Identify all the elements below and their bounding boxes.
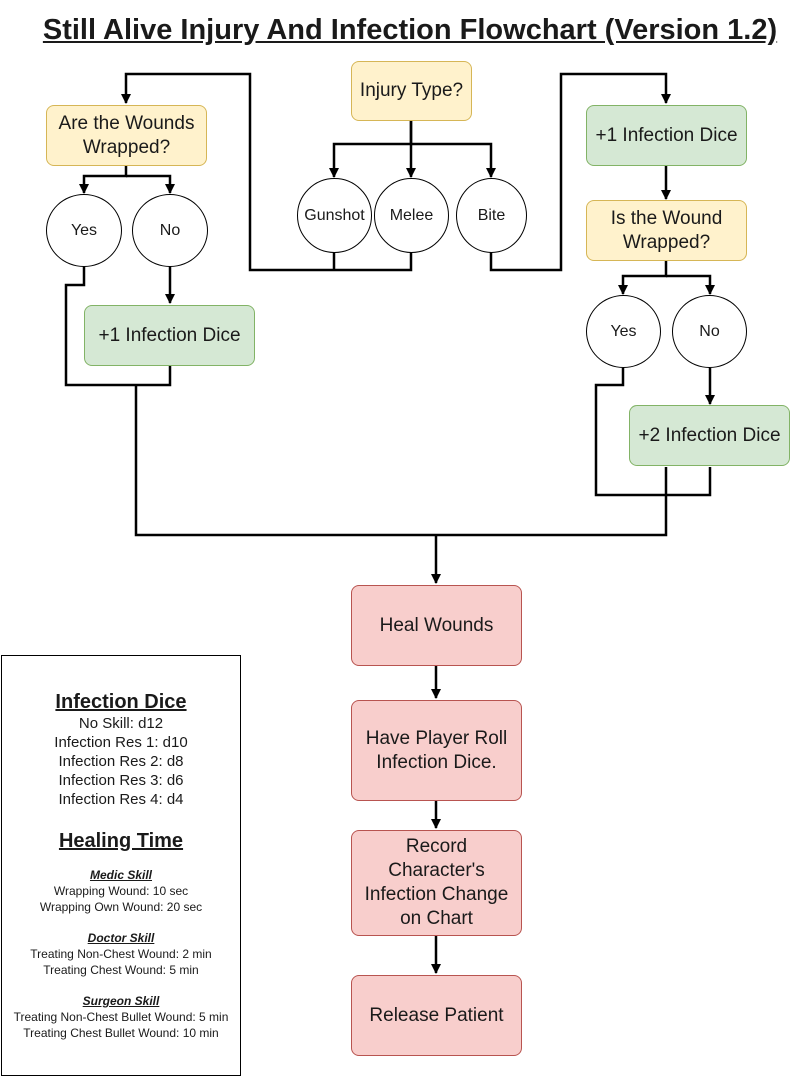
right-infection-node-1: +1 Infection Dice [586, 105, 747, 166]
wounds-wrapped-question: Are the Wounds Wrapped? [46, 105, 207, 166]
right-yes-node: Yes [586, 295, 661, 368]
connector-right-to-yes [618, 261, 668, 295]
connector-injury-to-bite [411, 142, 496, 178]
surgeon-skill-line: Treating Non-Chest Bullet Wound: 5 min [13, 1010, 229, 1024]
connector-left-merge [64, 267, 668, 537]
infection-dice-line: Infection Res 1: d10 [54, 734, 188, 751]
connector-right-to-no [666, 274, 715, 295]
heal-wounds-node: Heal Wounds [351, 585, 522, 666]
medic-skill-line: Wrapping Wound: 10 sec [53, 884, 189, 898]
connector-right-merge [594, 368, 712, 497]
connector-bite-to-infection [489, 72, 671, 272]
infection-dice-line: Infection Res 4: d4 [58, 791, 184, 808]
medic-skill-line: Wrapping Own Wound: 20 sec [39, 900, 203, 914]
bite-node: Bite [456, 178, 527, 253]
connector-injury-to-gunshot [329, 121, 413, 178]
connector-gunshot-melee-to-wrapped [126, 72, 413, 272]
connector-left-to-no [126, 174, 175, 194]
gunshot-node: Gunshot [297, 178, 372, 253]
connector-left-to-yes [79, 166, 128, 194]
doctor-skill-heading: Doctor Skill [87, 931, 155, 945]
infection-dice-heading: Infection Dice [55, 691, 187, 713]
legend-panel: Infection Dice No Skill: d12 Infection R… [1, 655, 241, 1076]
roll-infection-node: Have Player Roll Infection Dice. [351, 700, 522, 801]
left-yes-node: Yes [46, 194, 122, 267]
surgeon-skill-heading: Surgeon Skill [82, 994, 160, 1008]
wound-wrapped-question: Is the Wound Wrapped? [586, 200, 747, 261]
melee-node: Melee [374, 178, 449, 253]
surgeon-skill-line: Treating Chest Bullet Wound: 10 min [23, 1026, 219, 1040]
release-patient-node: Release Patient [351, 975, 522, 1056]
right-no-node: No [672, 295, 747, 368]
injury-type-node: Injury Type? [351, 61, 472, 121]
page-title: Still Alive Injury And Infection Flowcha… [42, 14, 778, 46]
left-no-node: No [132, 194, 208, 267]
infection-dice-line: No Skill: d12 [78, 715, 164, 732]
infection-dice-line: Infection Res 2: d8 [58, 753, 184, 770]
left-infection-node: +1 Infection Dice [84, 305, 255, 366]
doctor-skill-line: Treating Non-Chest Wound: 2 min [30, 947, 212, 961]
infection-dice-line: Infection Res 3: d6 [58, 772, 184, 789]
healing-time-heading: Healing Time [58, 830, 184, 852]
doctor-skill-line: Treating Chest Wound: 5 min [43, 963, 199, 977]
right-infection-node-2: +2 Infection Dice [629, 405, 790, 466]
record-infection-node: Record Character's Infection Change on C… [351, 830, 522, 936]
medic-skill-heading: Medic Skill [89, 868, 153, 882]
